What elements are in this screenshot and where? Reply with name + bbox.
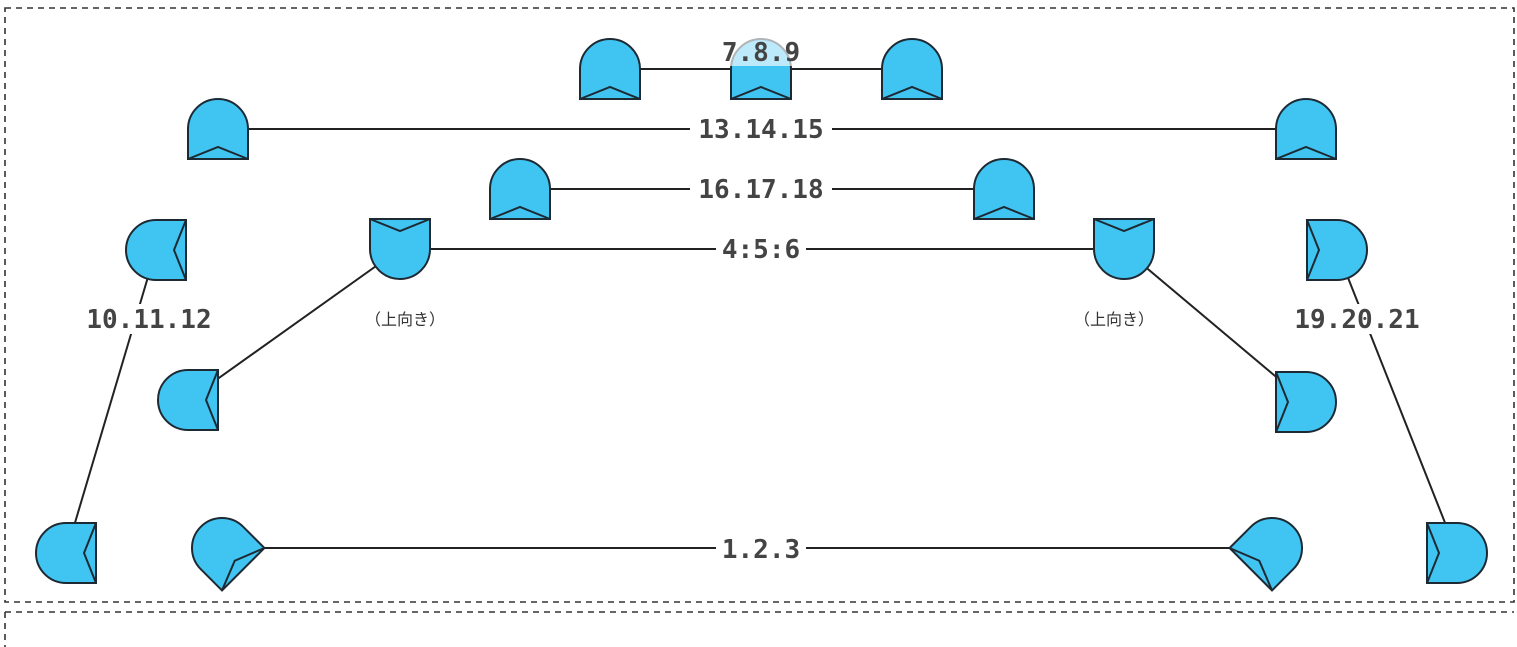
connector-456-lower-left[interactable] — [157, 369, 219, 431]
label-456: 4:5:6 — [722, 235, 800, 265]
connector-131415-right[interactable] — [1275, 98, 1337, 160]
connector-101112-top[interactable] — [125, 219, 187, 281]
connector-456-right[interactable] — [1093, 218, 1155, 280]
note-upward-right: （上向き） — [1074, 310, 1154, 329]
connector-161718-left[interactable] — [489, 158, 551, 220]
label-101112: 10.11.12 — [86, 305, 211, 335]
connector-123-right[interactable] — [1228, 504, 1316, 592]
label-131415: 13.14.15 — [698, 115, 823, 145]
connector-101112-bottom[interactable] — [35, 522, 97, 584]
edge-labels: 7.8.9 13.14.15 16.17.18 4:5:6 1.2.3 10.1… — [84, 36, 1422, 565]
edge-101112 — [65, 249, 157, 554]
connector-192021-top[interactable] — [1306, 219, 1368, 281]
edge-192021 — [1336, 249, 1458, 554]
diagram-frame — [4, 7, 1515, 603]
label-192021: 19.20.21 — [1294, 305, 1419, 335]
connector-123-left[interactable] — [178, 504, 266, 592]
connector-789-right[interactable] — [881, 38, 943, 100]
connector-161718-right[interactable] — [973, 158, 1035, 220]
connector-192021-bottom[interactable] — [1426, 522, 1488, 584]
connector-456-lower-right[interactable] — [1275, 371, 1337, 433]
note-upward-left: （上向き） — [365, 310, 445, 329]
label-123: 1.2.3 — [722, 535, 800, 565]
connector-789-left[interactable] — [579, 38, 641, 100]
label-161718: 16.17.18 — [698, 175, 823, 205]
connector-131415-left[interactable] — [187, 98, 249, 160]
connector-456-left[interactable] — [369, 218, 431, 280]
label-789: 7.8.9 — [722, 38, 800, 68]
edge-456-left — [187, 248, 401, 401]
